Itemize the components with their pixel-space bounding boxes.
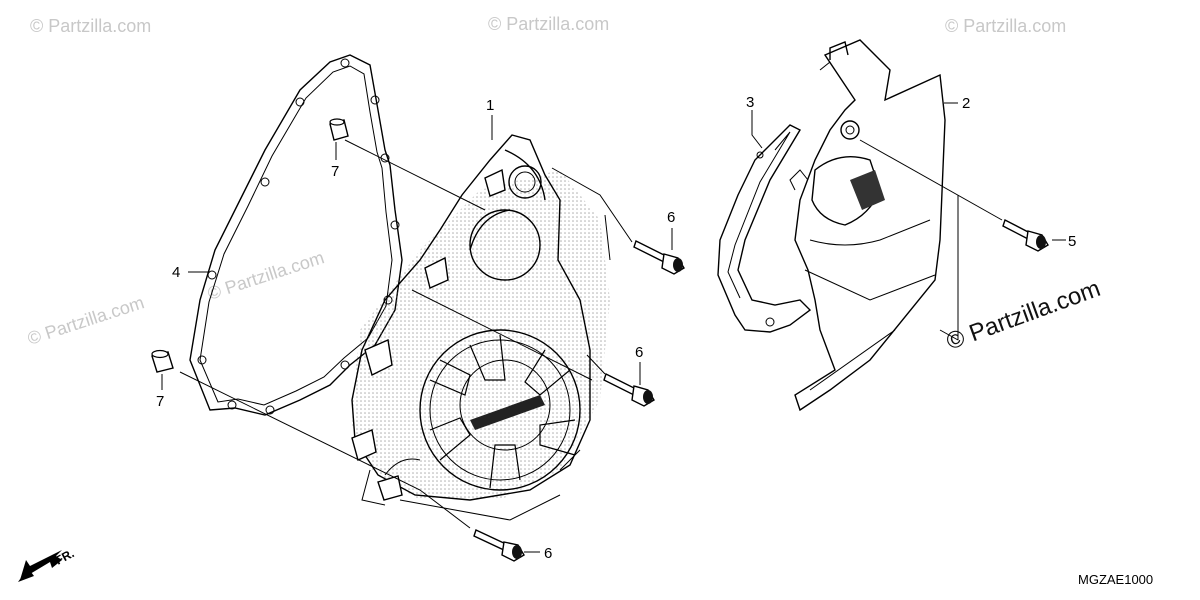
gasket-part-4 [189, 54, 403, 416]
watermark-main: © Partzilla.com [943, 275, 1104, 356]
callout-4: 4 [172, 264, 180, 281]
front-direction-arrow: FR. [18, 546, 76, 582]
bolt-6-middle [603, 373, 655, 407]
dowel-pin-upper [329, 118, 349, 141]
callout-7-lower: 7 [156, 393, 164, 410]
bolt-6-upper [633, 240, 685, 275]
callout-2: 2 [962, 95, 970, 112]
watermark-top-center: © Partzilla.com [488, 14, 609, 34]
bolt-6-lower [473, 529, 525, 562]
seal-part-3 [717, 124, 812, 333]
callout-7-upper: 7 [331, 163, 339, 180]
callout-6-middle: 6 [635, 344, 643, 361]
sprocket-cover-part-2 [789, 39, 946, 412]
leader-lines [161, 102, 1066, 553]
watermark-mid-left: © Partzilla.com [25, 292, 147, 349]
watermark-top-right: © Partzilla.com [945, 16, 1066, 36]
generator-cover-part-1 [350, 134, 610, 506]
callout-1: 1 [486, 97, 494, 114]
callout-6-lower: 6 [544, 545, 552, 562]
callout-6-upper: 6 [667, 209, 675, 226]
watermark-top-left: © Partzilla.com [30, 16, 151, 36]
diagram-code: MGZAE1000 [1078, 572, 1153, 587]
dowel-pin-lower [151, 349, 174, 373]
callout-3: 3 [746, 94, 754, 111]
bolt-5 [1002, 219, 1049, 252]
callout-5: 5 [1068, 233, 1076, 250]
